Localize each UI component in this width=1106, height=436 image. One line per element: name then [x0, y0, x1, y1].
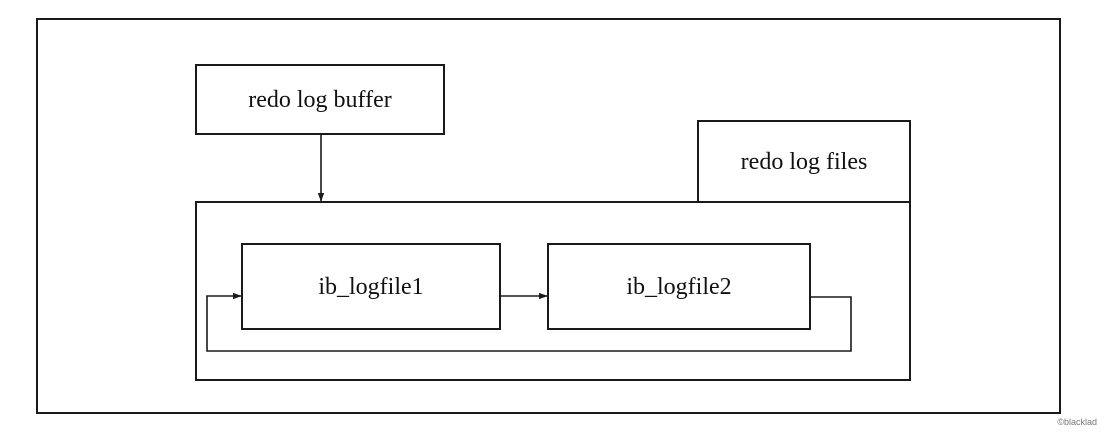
- redo-log-buffer-box: redo log buffer: [195, 64, 445, 135]
- redo-log-files-tab: redo log files: [697, 120, 911, 204]
- redo-log-buffer-label: redo log buffer: [248, 87, 392, 113]
- ib-logfile1-label: ib_logfile1: [318, 274, 423, 300]
- ib-logfile2-label: ib_logfile2: [626, 274, 731, 300]
- ib-logfile2-box: ib_logfile2: [547, 243, 811, 330]
- redo-log-files-label: redo log files: [741, 149, 868, 175]
- watermark-text: ©blacklad: [1057, 417, 1097, 427]
- outer-frame: [36, 18, 1061, 414]
- ib-logfile1-box: ib_logfile1: [241, 243, 501, 330]
- file2-to-file1-loop-arrow: [206, 292, 852, 352]
